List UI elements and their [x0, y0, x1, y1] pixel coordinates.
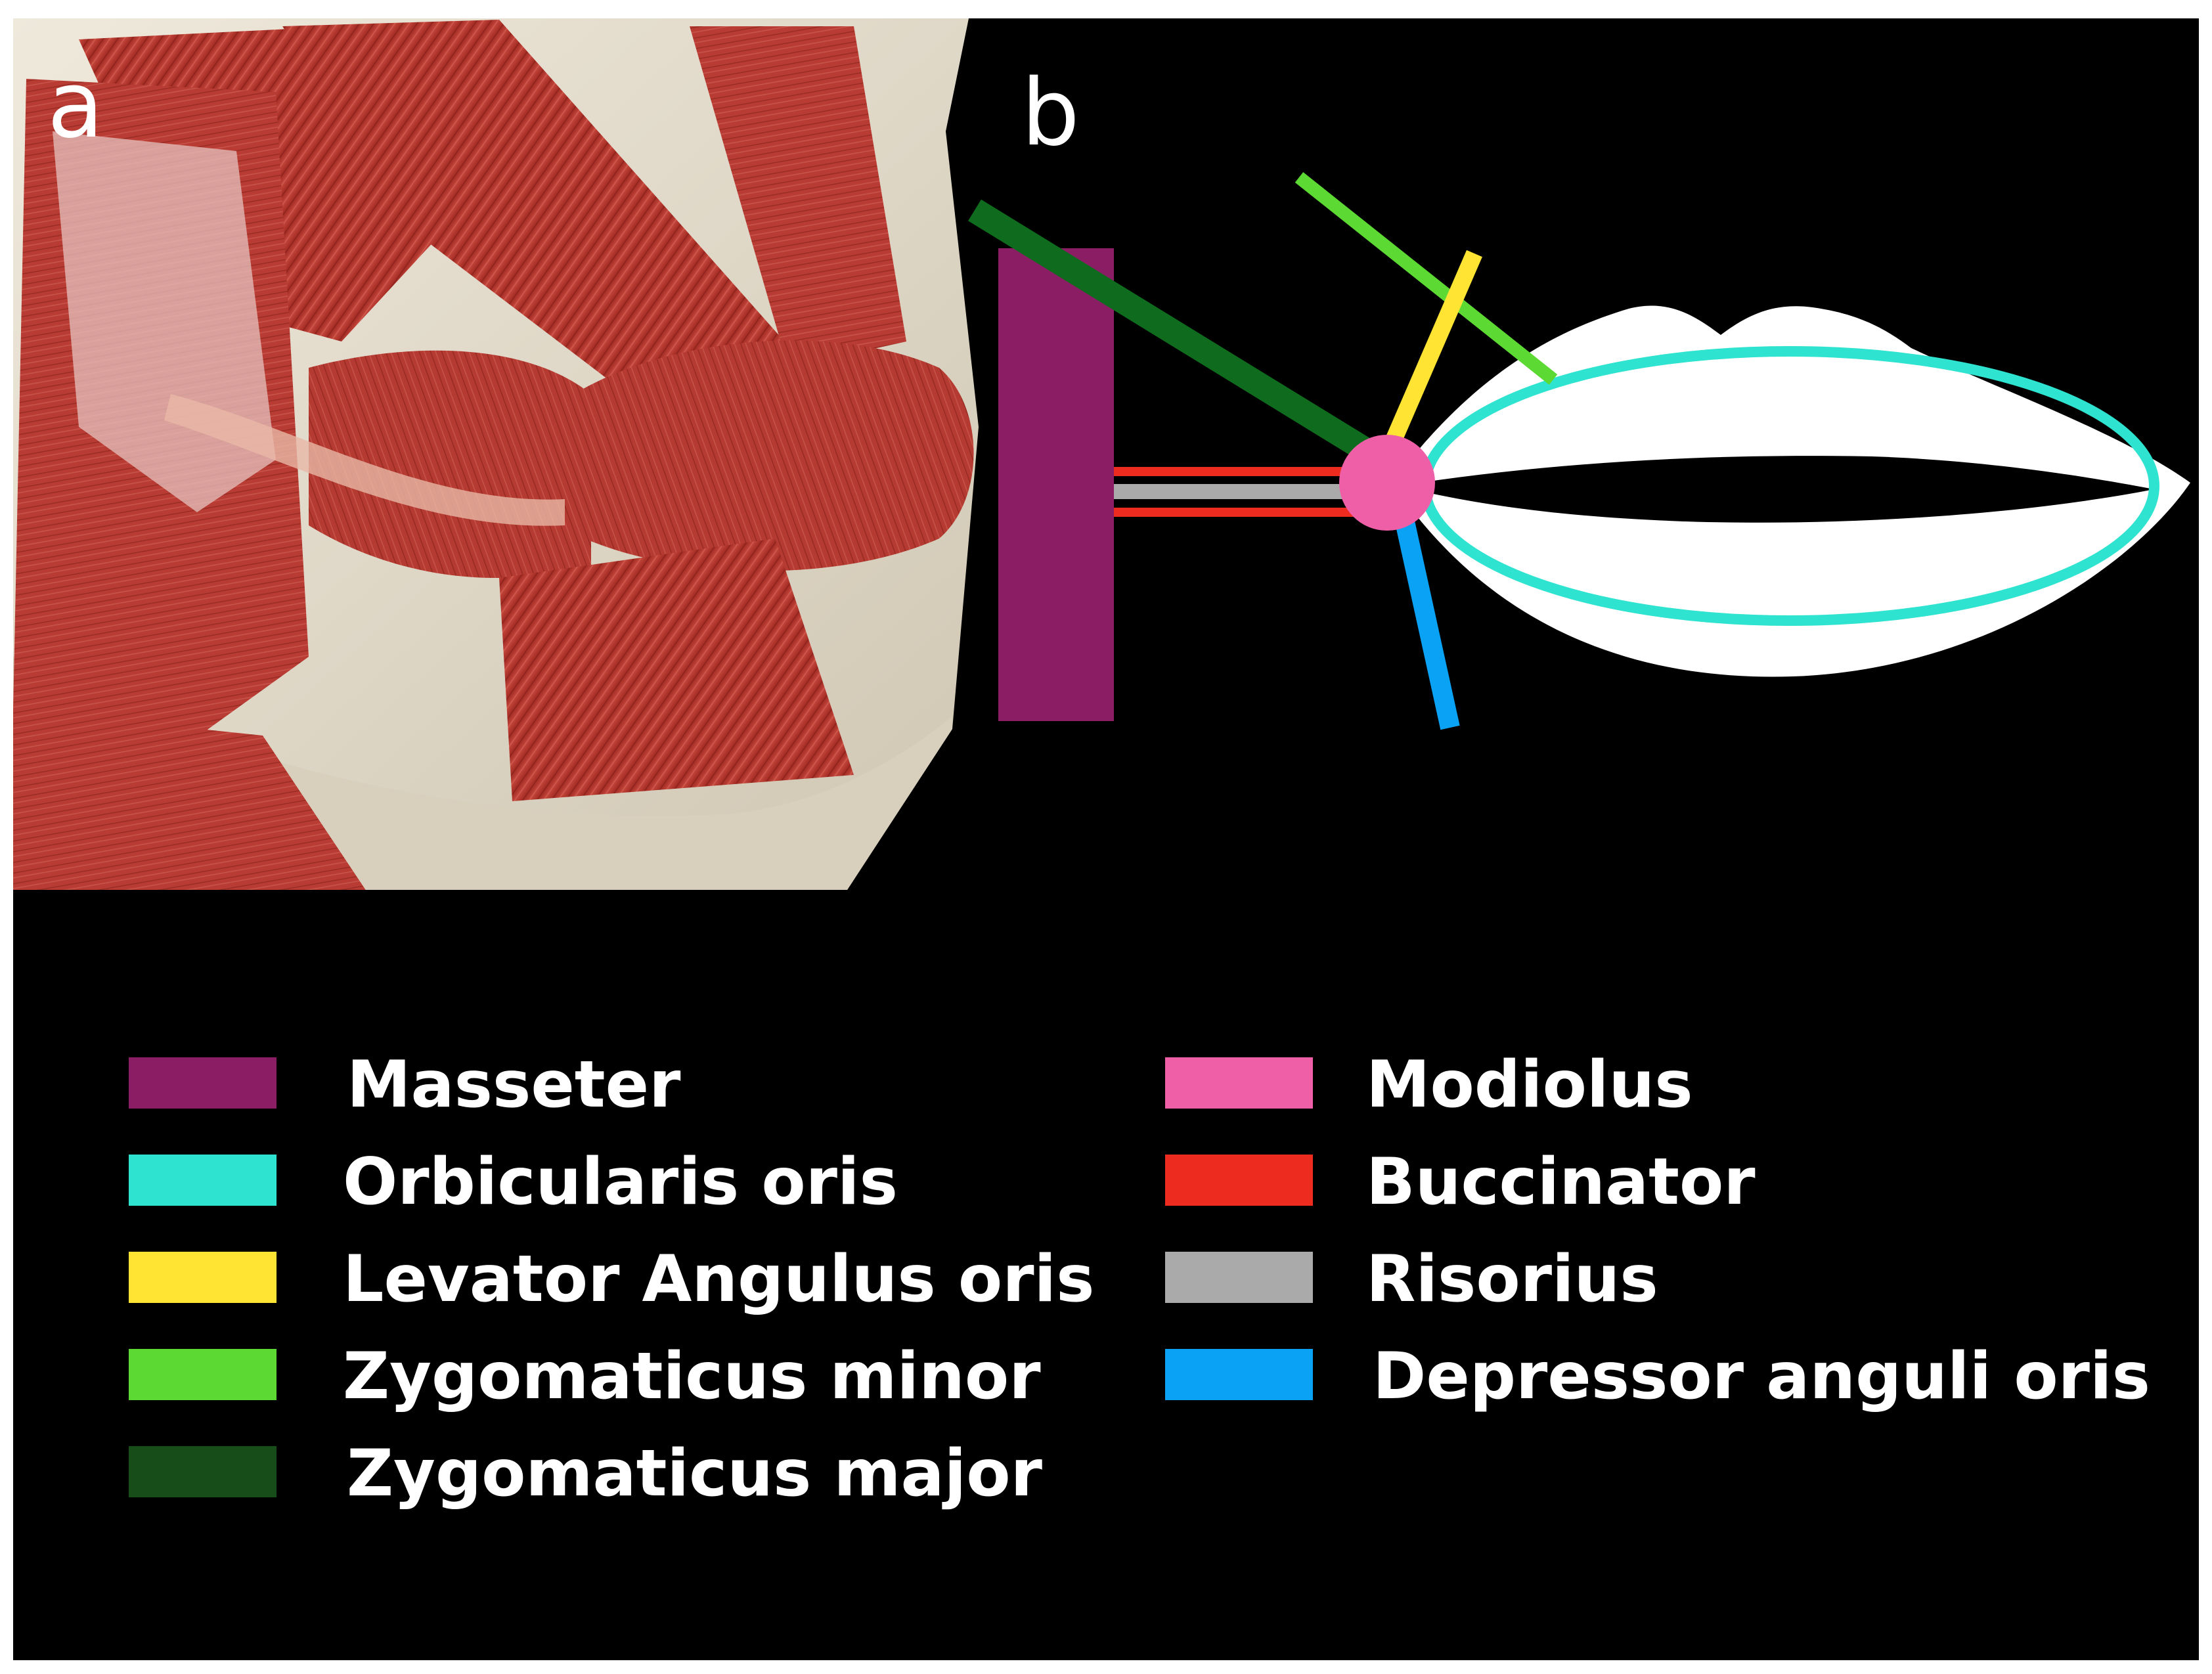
legend-swatch-zygomaticus-minor: [129, 1349, 276, 1400]
levator-anguli-oris: [1379, 250, 1482, 459]
levator-muscle: [690, 26, 906, 368]
legend-label-masseter: Masseter: [347, 1047, 681, 1122]
panel-b-schematic: [968, 172, 2190, 730]
legend-label-modiolus: Modiolus: [1366, 1047, 1693, 1122]
legend-swatch-risorius: [1165, 1252, 1313, 1303]
legend-swatch-levator: [129, 1252, 276, 1303]
depressor-anguli-oris: [1394, 516, 1460, 730]
zygomatic-muscles: [282, 20, 808, 447]
legend-label-levator: Levator Angulus oris: [343, 1242, 1094, 1317]
legend-item-risorius: Risorius: [1165, 1242, 1658, 1317]
legend-swatch-zygomaticus-major: [129, 1446, 276, 1497]
legend-item-masseter: Masseter: [129, 1047, 681, 1122]
legend-label-orbicularis-oris: Orbicularis oris: [343, 1145, 898, 1220]
legend-item-zygomaticus-minor: Zygomaticus minor: [129, 1339, 1041, 1414]
panel-label-a: a: [47, 52, 104, 159]
panel-a-anatomy-image: [13, 18, 979, 890]
legend-item-levator: Levator Angulus oris: [129, 1242, 1094, 1317]
legend-label-buccinator: Buccinator: [1366, 1145, 1756, 1220]
legend-label-risorius: Risorius: [1366, 1242, 1658, 1317]
mouth-opening: [1399, 456, 2154, 523]
legend-item-depressor: Depressor anguli oris: [1165, 1339, 2150, 1414]
legend-item-buccinator: Buccinator: [1165, 1145, 1756, 1220]
panel-label-b: b: [1021, 60, 1080, 167]
zygomaticus-minor: [1294, 172, 1558, 385]
legend-item-orbicularis-oris: Orbicularis oris: [129, 1145, 898, 1220]
risorius: [1114, 484, 1357, 499]
legend-swatch-orbicularis-oris: [129, 1155, 276, 1206]
orbicularis-oris-muscle: [539, 340, 974, 571]
legend-label-zygomaticus-minor: Zygomaticus minor: [343, 1339, 1041, 1414]
lower-muscles: [13, 709, 368, 890]
legend-swatch-masseter: [129, 1057, 276, 1109]
legend-label-depressor: Depressor anguli oris: [1373, 1339, 2150, 1414]
modiolus: [1339, 435, 1435, 531]
legend-item-modiolus: Modiolus: [1165, 1047, 1693, 1122]
legend-swatch-modiolus: [1165, 1057, 1313, 1109]
legend-label-zygomaticus-major: Zygomaticus major: [347, 1436, 1043, 1511]
risorius-tendon: [164, 394, 565, 526]
legend: Masseter Orbicularis oris Levator Angulu…: [129, 1047, 2150, 1511]
zygomaticus-major: [968, 199, 1382, 468]
legend-swatch-depressor: [1165, 1349, 1313, 1400]
masseter: [998, 248, 1114, 721]
legend-item-zygomaticus-major: Zygomaticus major: [129, 1436, 1043, 1511]
legend-swatch-buccinator: [1165, 1155, 1313, 1206]
depressor-muscle: [499, 539, 854, 801]
